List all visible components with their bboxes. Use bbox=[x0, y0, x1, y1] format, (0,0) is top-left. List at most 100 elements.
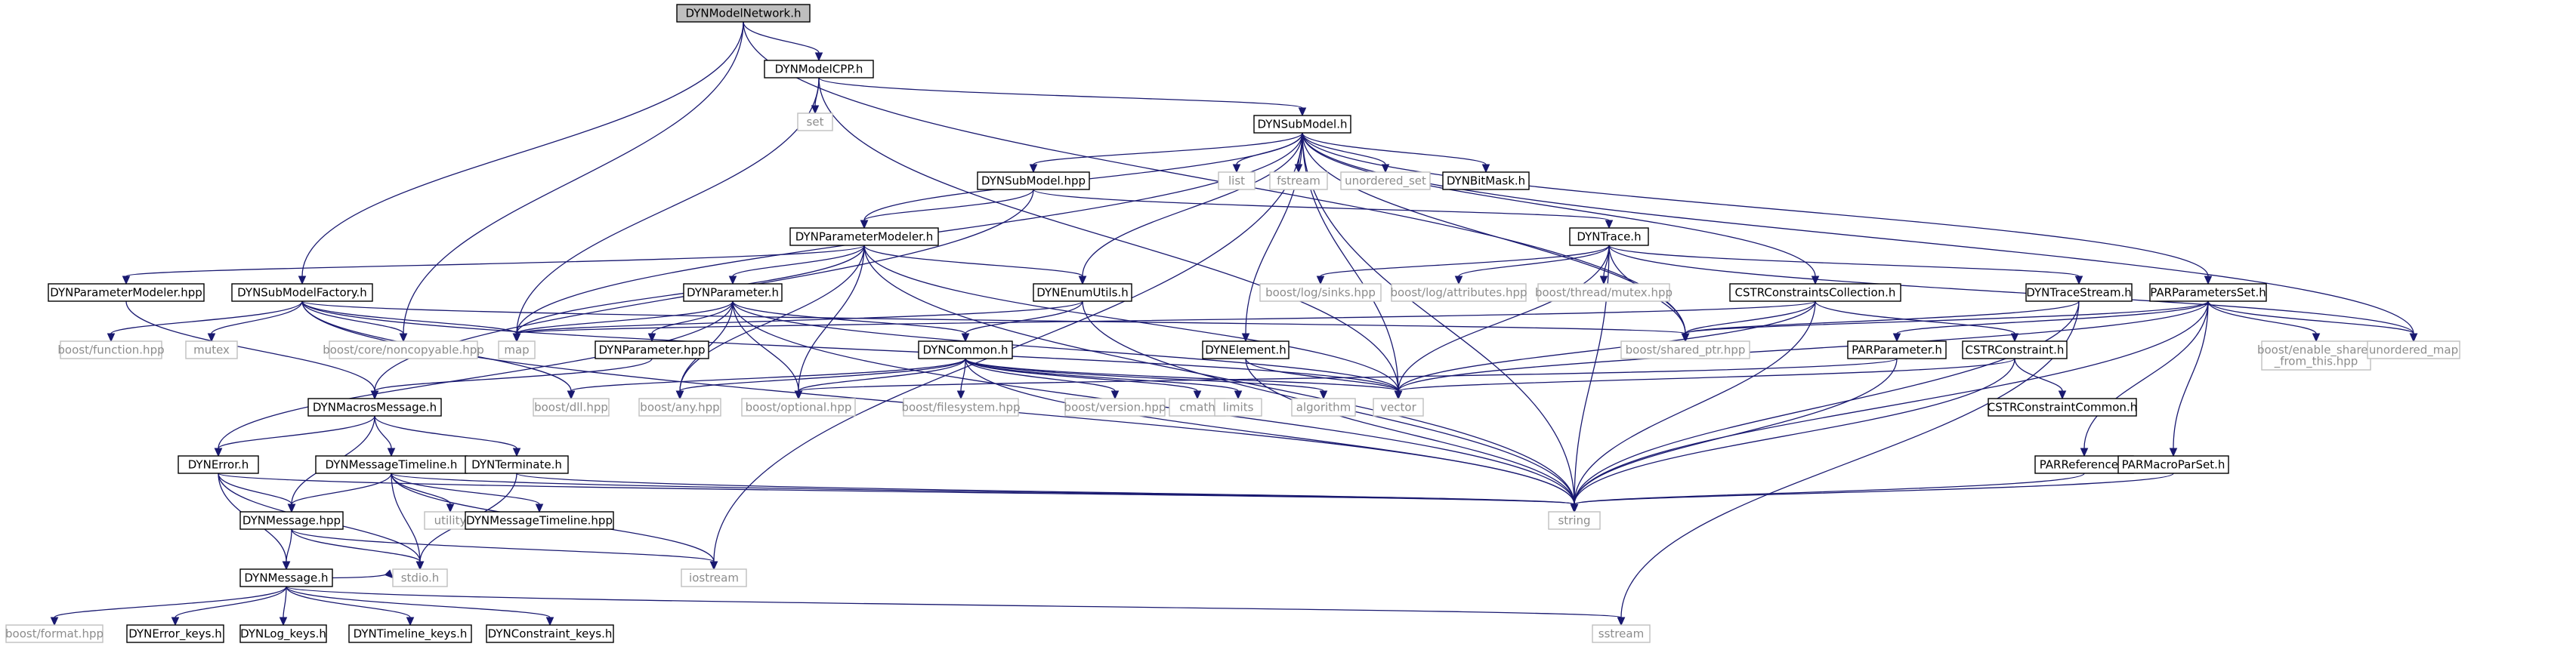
edge-line bbox=[1302, 132, 1487, 165]
node-dynmacrosmessage-h[interactable]: DYNMacrosMessage.h bbox=[307, 398, 442, 417]
edge-dynmessagetimeline-h-to-dynmessage-hpp bbox=[287, 473, 392, 513]
edge-line bbox=[110, 300, 303, 334]
node-dyntrace-h[interactable]: DYNTrace.h bbox=[1569, 227, 1649, 246]
edge-line bbox=[125, 245, 865, 277]
edge-parparametersset-h-to-parparameter-h bbox=[1892, 300, 2209, 343]
edge-dynmessage-hpp-to-stdio-h bbox=[291, 528, 425, 571]
edge-line bbox=[863, 245, 1575, 505]
node-map: map bbox=[498, 340, 536, 359]
edge-arrowhead bbox=[399, 333, 408, 343]
edge-arrowhead bbox=[956, 390, 965, 400]
edge-line bbox=[1245, 358, 1399, 392]
node-dyntracestream-h[interactable]: DYNTraceStream.h bbox=[2025, 283, 2133, 302]
node-dynmessage-hpp[interactable]: DYNMessage.hpp bbox=[239, 511, 344, 530]
node-parparameter-h[interactable]: PARParameter.h bbox=[1847, 340, 1947, 359]
node-box bbox=[486, 624, 614, 643]
node-cstrconstraintcommon-h[interactable]: CSTRConstraintCommon.h bbox=[1988, 398, 2137, 417]
node-box bbox=[1253, 115, 1351, 134]
edge-line bbox=[1685, 300, 2080, 334]
edge-arrowhead bbox=[2074, 276, 2083, 285]
node-dynparametermodeler-h[interactable]: DYNParameterModeler.h bbox=[789, 227, 939, 246]
node-dynmessage-h[interactable]: DYNMessage.h bbox=[239, 568, 333, 587]
node-dynenumutils-h[interactable]: DYNEnumUtils.h bbox=[1033, 283, 1132, 302]
edge-dynmessage-hpp-to-iostream bbox=[291, 528, 718, 571]
node-label: DYNBitMask.h bbox=[1447, 174, 1525, 188]
edge-line bbox=[1033, 189, 1610, 221]
node-dynsubmodel-hpp[interactable]: DYNSubModel.hpp bbox=[977, 171, 1090, 190]
edges-layer bbox=[50, 21, 2418, 627]
edge-line bbox=[211, 300, 303, 334]
edge-line bbox=[1302, 132, 1575, 505]
node-label: DYNTraceStream.h bbox=[2026, 286, 2131, 300]
edge-line bbox=[965, 358, 1399, 392]
node-limits: limits bbox=[1214, 398, 1262, 417]
edge-dynmacrosmessage-h-to-dynterminate-h bbox=[374, 415, 521, 457]
node-dynlog-keys-h[interactable]: DYNLog_keys.h bbox=[239, 624, 327, 643]
node-dynparametermodeler-hpp[interactable]: DYNParameterModeler.hpp bbox=[48, 283, 205, 302]
edge-line bbox=[1302, 132, 2414, 334]
edge-line bbox=[863, 245, 1083, 277]
edge-line bbox=[286, 586, 1622, 618]
edge-line bbox=[965, 358, 1116, 392]
node-box bbox=[2367, 340, 2460, 359]
node-box bbox=[1569, 227, 1649, 246]
node-dynterminate-h[interactable]: DYNTerminate.h bbox=[465, 455, 569, 474]
node-boost-enable-shared-from-this-hpp: boost/enable_shared_from_this.hpp bbox=[2257, 340, 2375, 371]
node-box bbox=[2117, 455, 2229, 474]
node-box bbox=[2025, 283, 2133, 302]
edge-line bbox=[1302, 132, 1386, 165]
node-dynmodelnetwork-h[interactable]: DYNModelNetwork.h bbox=[676, 4, 811, 23]
node-dynmodelcpp-h[interactable]: DYNModelCPP.h bbox=[764, 60, 874, 79]
edge-arrowhead bbox=[446, 503, 455, 513]
edge-cstrconstraintscollection-h-to-string bbox=[1570, 300, 1816, 513]
node-cstrconstraintscollection-h[interactable]: CSTRConstraintsCollection.h bbox=[1729, 283, 1901, 302]
node-dynparameter-hpp[interactable]: DYNParameter.hpp bbox=[595, 340, 709, 359]
edge-arrowhead bbox=[2312, 333, 2321, 343]
node-dynerror-h[interactable]: DYNError.h bbox=[178, 455, 259, 474]
node-dynbitmask-h[interactable]: DYNBitMask.h bbox=[1442, 171, 1530, 190]
edge-arrowhead bbox=[415, 561, 425, 571]
edge-arrowhead bbox=[2080, 448, 2089, 457]
node-parmacroparset-h[interactable]: PARMacroParSet.h bbox=[2117, 455, 2229, 474]
node-label: boost/function.hpp bbox=[57, 343, 164, 357]
edge-line bbox=[374, 358, 653, 392]
node-parparametersset-h[interactable]: PARParametersSet.h bbox=[2149, 283, 2267, 302]
node-dynsubmodel-h[interactable]: DYNSubModel.h bbox=[1253, 115, 1351, 134]
edge-line bbox=[516, 300, 734, 334]
node-dynelement-h[interactable]: DYNElement.h bbox=[1202, 340, 1290, 359]
node-dynmessagetimeline-hpp[interactable]: DYNMessageTimeline.hpp bbox=[465, 511, 614, 530]
edge-line bbox=[1608, 245, 2080, 277]
edge-line bbox=[301, 21, 744, 277]
node-label: boost/log/attributes.hpp bbox=[1390, 286, 1527, 300]
node-label: boost/version.hpp bbox=[1064, 401, 1166, 414]
node-box bbox=[465, 455, 569, 474]
node-dynerror-keys-h[interactable]: DYNError_keys.h bbox=[126, 624, 224, 643]
edge-dynsubmodel-h-to-parparametersset-h bbox=[1302, 132, 2213, 285]
edge-line bbox=[374, 415, 517, 449]
node-dynconstraint-keys-h[interactable]: DYNConstraint_keys.h bbox=[486, 624, 614, 643]
node-label: boost/shared_ptr.hpp bbox=[1626, 343, 1746, 358]
node-dynsubmodelfactory-h[interactable]: DYNSubModelFactory.h bbox=[231, 283, 373, 302]
node-box bbox=[239, 624, 327, 643]
node-stdio-h: stdio.h bbox=[392, 568, 448, 587]
edge-arrowhead bbox=[1599, 276, 1608, 285]
node-dyncommon-h[interactable]: DYNCommon.h bbox=[918, 340, 1013, 359]
edge-arrowhead bbox=[406, 617, 415, 627]
node-label: DYNCommon.h bbox=[923, 343, 1008, 357]
node-parreference-h[interactable]: PARReference.h bbox=[2034, 455, 2134, 474]
node-dynmessagetimeline-h[interactable]: DYNMessageTimeline.h bbox=[315, 455, 468, 474]
node-box bbox=[1340, 171, 1431, 190]
node-label: vector bbox=[1380, 401, 1416, 414]
edge-cstrconstraint-h-to-vector bbox=[1394, 358, 2015, 400]
node-dyntimeline-keys-h[interactable]: DYNTimeline_keys.h bbox=[348, 624, 472, 643]
node-label: DYNSubModel.hpp bbox=[981, 174, 1086, 188]
node-boost-dll-hpp: boost/dll.hpp bbox=[533, 398, 610, 417]
node-dynparameter-h[interactable]: DYNParameter.h bbox=[683, 283, 783, 302]
edge-arrowhead bbox=[1234, 390, 1243, 400]
node-box bbox=[1620, 340, 1750, 359]
edge-line bbox=[732, 245, 865, 277]
edge-line bbox=[965, 358, 1239, 392]
node-cstrconstraint-h[interactable]: CSTRConstraint.h bbox=[1962, 340, 2068, 359]
node-label: DYNLog_keys.h bbox=[240, 627, 326, 642]
